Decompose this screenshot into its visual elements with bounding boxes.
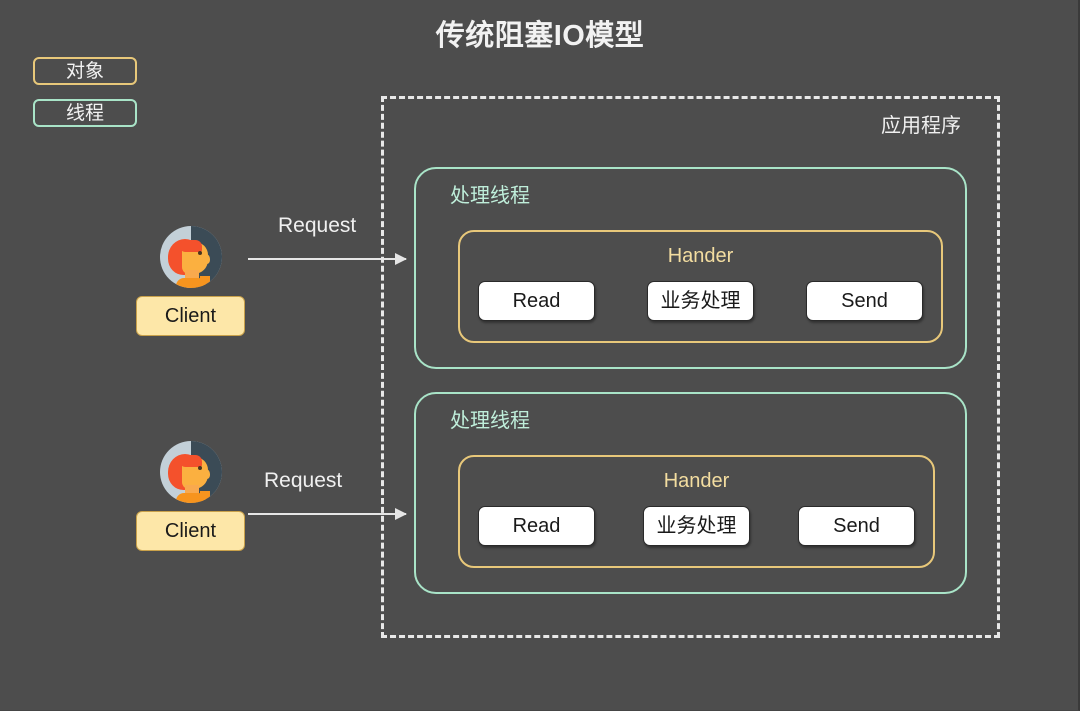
avatar-eye <box>197 466 202 470</box>
thread-box-1: 处理线程 Hander Read 业务处理 Send <box>414 167 967 369</box>
handler-label-2: Hander <box>663 470 730 492</box>
handler-steps-1: Read 业务处理 Send <box>478 281 923 321</box>
application-container: 应用程序 <box>381 96 1000 638</box>
request-label-1: Request <box>278 214 357 237</box>
request-arrow-1 <box>248 253 407 265</box>
client-group-1: Client <box>136 226 245 336</box>
thread-label-2: 处理线程 <box>450 410 530 432</box>
client-label-1: Client <box>136 296 245 336</box>
page-title: 传统阻塞IO模型 <box>435 20 645 52</box>
avatar-shoulder <box>199 276 210 288</box>
avatar-body <box>175 493 206 503</box>
handler-steps-2: Read 业务处理 Send <box>478 506 915 546</box>
client-label-2: Client <box>136 511 245 551</box>
step-send-1[interactable]: Send <box>806 281 923 321</box>
avatar-eye <box>197 251 202 255</box>
client-group-2: Client <box>136 441 245 551</box>
legend-item-object: 对象 <box>33 57 137 85</box>
avatar-fringe <box>179 240 202 252</box>
user-avatar-icon <box>159 226 222 288</box>
step-read-2[interactable]: Read <box>478 506 595 546</box>
step-send-2[interactable]: Send <box>798 506 915 546</box>
legend-object-label: 对象 <box>65 60 104 82</box>
avatar-shoulder <box>199 491 210 503</box>
user-avatar-icon <box>159 441 222 503</box>
legend-item-thread: 线程 <box>33 99 137 127</box>
handler-box-2: Hander Read 业务处理 Send <box>458 455 935 568</box>
avatar-nose <box>201 254 210 264</box>
avatar-nose <box>201 469 210 479</box>
step-business-1[interactable]: 业务处理 <box>647 281 754 321</box>
step-business-2[interactable]: 业务处理 <box>643 506 750 546</box>
handler-box-1: Hander Read 业务处理 Send <box>458 230 943 343</box>
request-label-2: Request <box>264 469 343 492</box>
request-arrow-2 <box>248 508 407 520</box>
thread-label-1: 处理线程 <box>450 185 530 207</box>
step-read-1[interactable]: Read <box>478 281 595 321</box>
legend-thread-label: 线程 <box>65 102 104 124</box>
avatar-fringe <box>179 455 202 467</box>
avatar-body <box>175 278 206 288</box>
handler-label-1: Hander <box>667 245 734 267</box>
thread-box-2: 处理线程 Hander Read 业务处理 Send <box>414 392 967 594</box>
application-label: 应用程序 <box>881 115 961 137</box>
